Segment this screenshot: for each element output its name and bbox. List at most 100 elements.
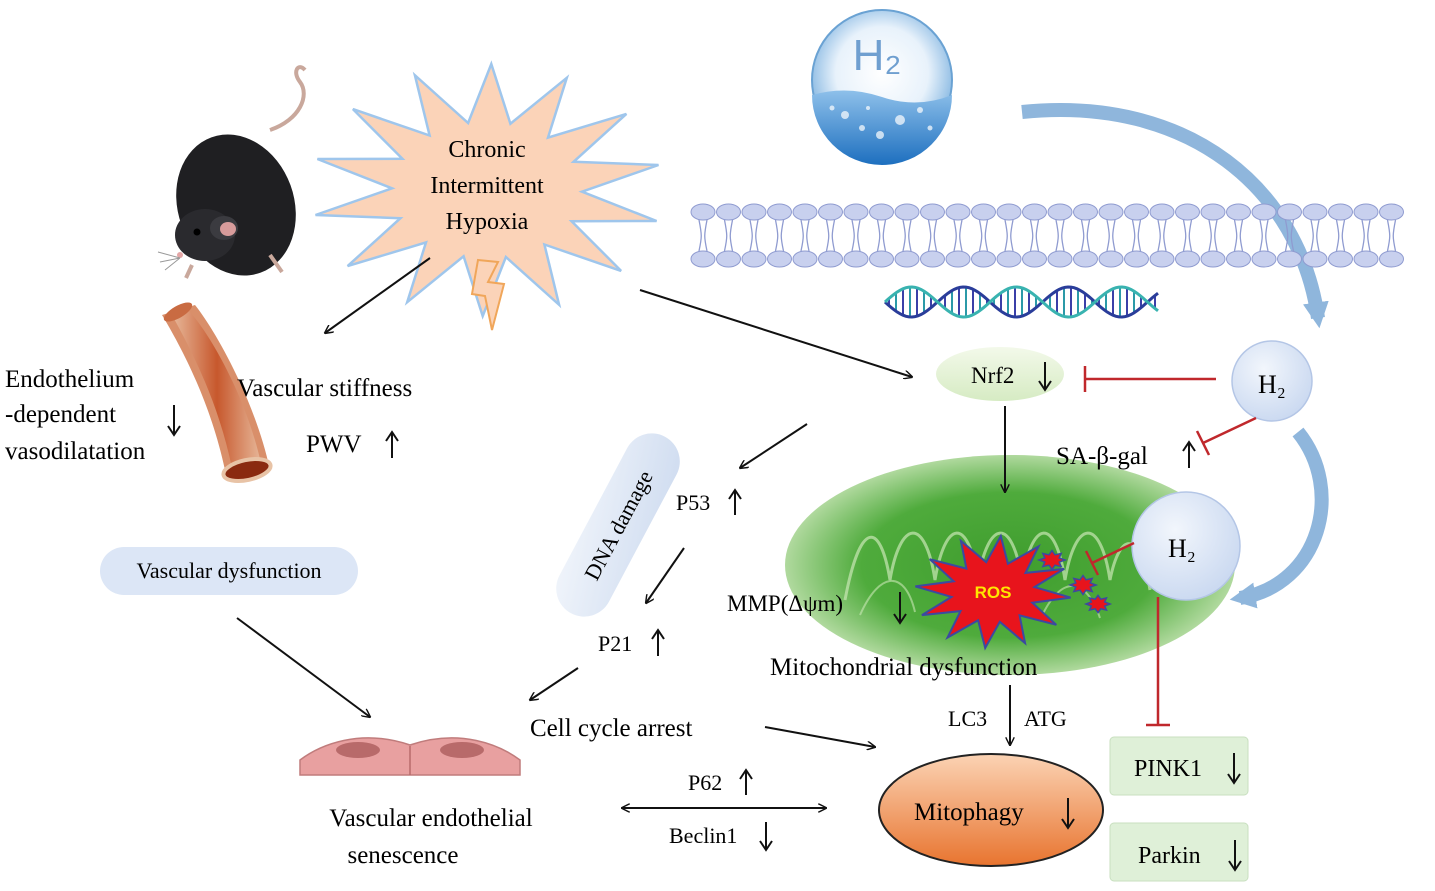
change-arrows <box>167 362 1242 872</box>
p62-label: P62 <box>688 770 722 795</box>
p21-label: P21 <box>598 631 632 656</box>
lipid-unit <box>792 203 818 268</box>
ros-particle <box>1036 549 1068 571</box>
lipid-unit <box>1200 203 1226 268</box>
dna-helix-icon <box>883 285 1159 319</box>
lipid-unit <box>1251 203 1277 268</box>
lipid-unit <box>920 203 945 268</box>
dna-damage-pill: DNA damage <box>556 433 680 617</box>
lipid-unit <box>843 203 869 268</box>
pwv-label: PWV <box>306 431 362 458</box>
mitophagy-label: Mitophagy <box>914 799 1024 826</box>
nrf2-ellipse <box>936 347 1064 401</box>
cell-cycle-arrest-label: Cell cycle arrest <box>530 715 692 742</box>
lipid-unit <box>818 203 843 268</box>
lipid-unit <box>690 203 716 268</box>
vascular-dysfunction-label: Vascular dysfunction <box>136 558 321 583</box>
arrow-arrest-to-mitophagy <box>764 726 875 747</box>
mouse-icon <box>157 65 307 279</box>
lipid-unit <box>1353 203 1379 268</box>
down-arrow-beclin1 <box>759 822 773 852</box>
p53-label: P53 <box>676 490 710 515</box>
lipid-unit <box>1277 203 1302 268</box>
ros-label: ROS <box>975 583 1012 602</box>
ros-particle <box>1083 594 1113 614</box>
down-arrow-mmp <box>893 592 907 625</box>
lipid-unit <box>894 203 920 268</box>
senescence-line1-label: Vascular endothelial <box>329 805 532 832</box>
mmp-label: MMP(Δψm) <box>727 591 843 616</box>
lipid-unit <box>1047 203 1073 268</box>
lc3-label: LC3 <box>948 706 987 731</box>
pathway-arrows <box>236 257 1010 808</box>
mito-dysfunction-label: Mitochondrial dysfunction <box>770 654 1038 681</box>
arrow-cih-to-nrf2 <box>639 289 912 377</box>
inhibition-lines <box>1083 366 1257 727</box>
down-arrow-mitophagy <box>1061 798 1075 830</box>
lipid-unit <box>1022 203 1047 268</box>
vascular-dysfunction-pill <box>100 547 358 595</box>
arrow-dysfunction-to-senescence <box>236 617 370 717</box>
lipid-unit <box>1149 203 1175 268</box>
hypoxia-starburst <box>315 60 659 320</box>
lipid-unit <box>1379 203 1404 268</box>
ros-starburst <box>915 533 1071 651</box>
ros-particle <box>1067 574 1099 596</box>
h2-entry-arrow <box>1021 103 1329 329</box>
h2-mito-arrow <box>1229 427 1329 609</box>
lipid-unit <box>1175 203 1200 268</box>
lipid-unit <box>1073 203 1098 268</box>
intermittent-label: Intermittent <box>430 173 544 199</box>
arrow-to-p53 <box>740 423 808 468</box>
senescence-line2-label: senescence <box>347 842 458 869</box>
down-arrow-parkin <box>1228 840 1242 872</box>
lipid-unit <box>1328 203 1353 268</box>
endothelium-label: Endothelium <box>5 366 135 393</box>
vasodilatation-label: vasodilatation <box>5 438 146 465</box>
mitophagy-ellipse <box>878 753 1104 867</box>
lipid-unit <box>971 203 996 268</box>
up-arrow-p21 <box>651 628 665 656</box>
arrow-p53-to-p21 <box>646 547 685 603</box>
text-labels: Endothelium -dependent vasodilatation Va… <box>5 363 1286 869</box>
lipid-unit <box>1124 203 1149 268</box>
dependent-label: -dependent <box>5 401 116 428</box>
lipid-unit <box>1226 203 1251 268</box>
up-arrow-p53 <box>728 488 742 515</box>
lipid-unit <box>716 203 741 268</box>
up-arrow-pwv <box>385 430 399 458</box>
h2-lower-label: H₂ <box>1168 534 1196 563</box>
up-arrow-sa-beta-gal <box>1182 440 1196 468</box>
beclin1-label: Beclin1 <box>669 823 737 848</box>
h2-sphere-label: H₂ <box>853 31 902 80</box>
lipid-unit <box>741 203 767 268</box>
arrow-p21-to-arrest <box>530 667 579 700</box>
lipid-unit <box>1302 203 1328 268</box>
h2-water-sphere: H₂ <box>811 9 953 165</box>
lipid-unit <box>767 203 792 268</box>
down-arrow-nrf2 <box>1038 362 1052 392</box>
h2-upper-label: H₂ <box>1258 370 1286 399</box>
lipid-unit <box>996 203 1022 268</box>
down-arrow-pink1 <box>1227 753 1241 785</box>
cell-membrane <box>690 203 1404 268</box>
vascular-stiffness-label: Vascular stiffness <box>237 375 412 402</box>
down-arrow-vasodilatation <box>167 405 181 437</box>
chronic-label: Chronic <box>448 137 525 163</box>
ros-particles <box>1036 549 1113 614</box>
parkin-box <box>1109 822 1249 882</box>
pink1-label: PINK1 <box>1134 756 1202 782</box>
arrow-cih-to-vessel <box>325 257 431 333</box>
blood-vessel-icon <box>162 302 273 483</box>
lipid-unit <box>1098 203 1124 268</box>
sa-beta-gal-label: SA-β-gal <box>1056 443 1148 470</box>
endothelial-cells-icon <box>299 737 521 776</box>
lipid-unit <box>869 203 894 268</box>
h2-bubble-lower <box>1131 491 1241 601</box>
hypoxia-label: Hypoxia <box>446 209 529 235</box>
parkin-label: Parkin <box>1138 843 1201 869</box>
pink1-box <box>1109 736 1249 796</box>
atg-label: ATG <box>1024 706 1067 731</box>
